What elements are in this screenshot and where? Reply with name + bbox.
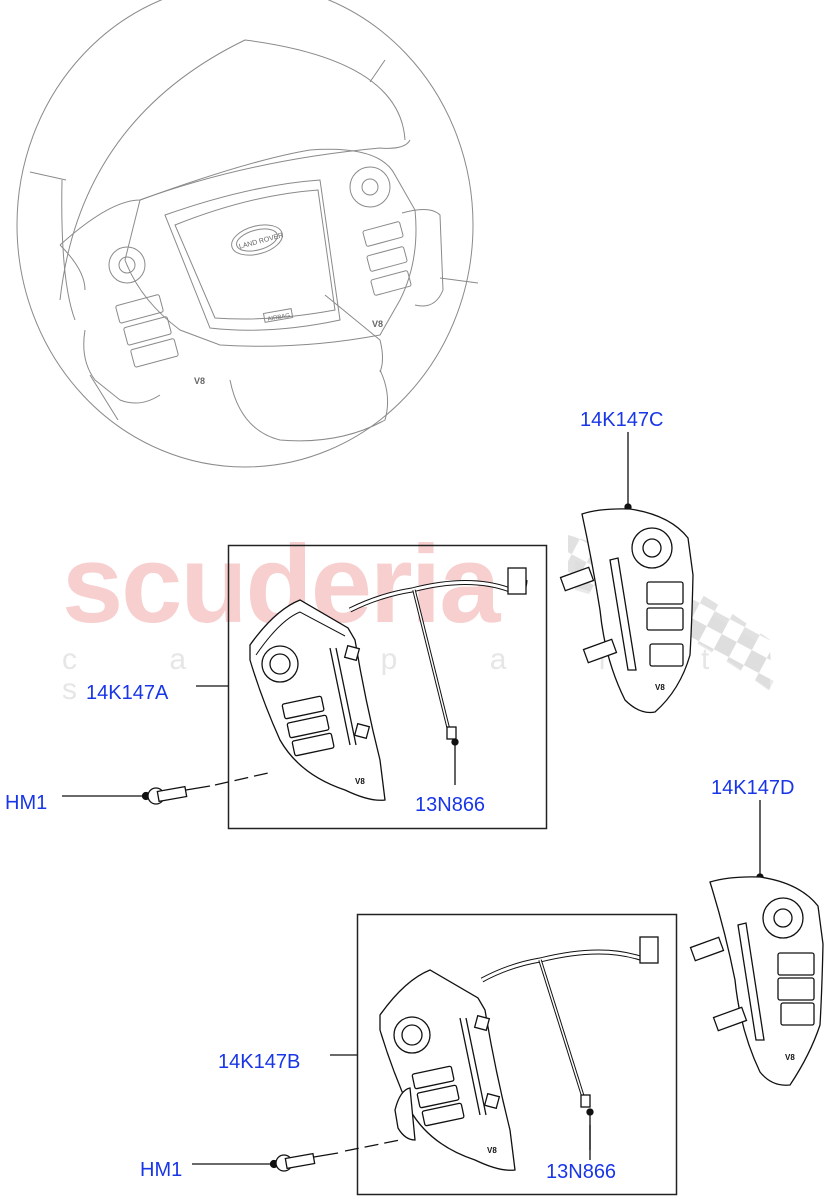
harness-13N866-a [348,567,528,785]
callout-14K147B[interactable]: 14K147B [218,1051,301,1073]
land-rover-logo-text: LAND ROVER [238,232,284,251]
v8-badge-right: V8 [372,319,383,329]
harness-13N866-b [480,936,659,1150]
callout-13N866-b[interactable]: 13N866 [546,1161,617,1183]
screw-HM1-b [192,1139,401,1172]
callout-13N866-a[interactable]: 13N866 [415,794,486,816]
callout-HM1-b[interactable]: HM1 [140,1159,183,1181]
callout-14K147A[interactable]: 14K147A [86,682,169,704]
kit-box-b [356,913,678,1196]
callout-14K147C[interactable]: 14K147C [580,409,664,431]
switch-pack-14K147B [379,969,516,1171]
v8-badge-left: V8 [194,376,205,386]
v8-badge-c: V8 [655,683,665,692]
kit-box-a [227,544,548,830]
switch-pack-14K147C [559,508,694,714]
v8-badge-b: V8 [487,1146,497,1155]
switch-pack-14K147D [689,876,824,1086]
callout-HM1-a[interactable]: HM1 [5,792,48,814]
v8-badge-a: V8 [355,777,365,786]
callout-14K147D[interactable]: 14K147D [711,777,795,799]
switch-pack-14K147A [249,599,386,801]
steering-wheel-illustration [16,0,479,468]
airbag-text: AIRBAG [267,313,291,323]
v8-badge-d: V8 [785,1053,795,1062]
screw-HM1-a [62,772,269,805]
